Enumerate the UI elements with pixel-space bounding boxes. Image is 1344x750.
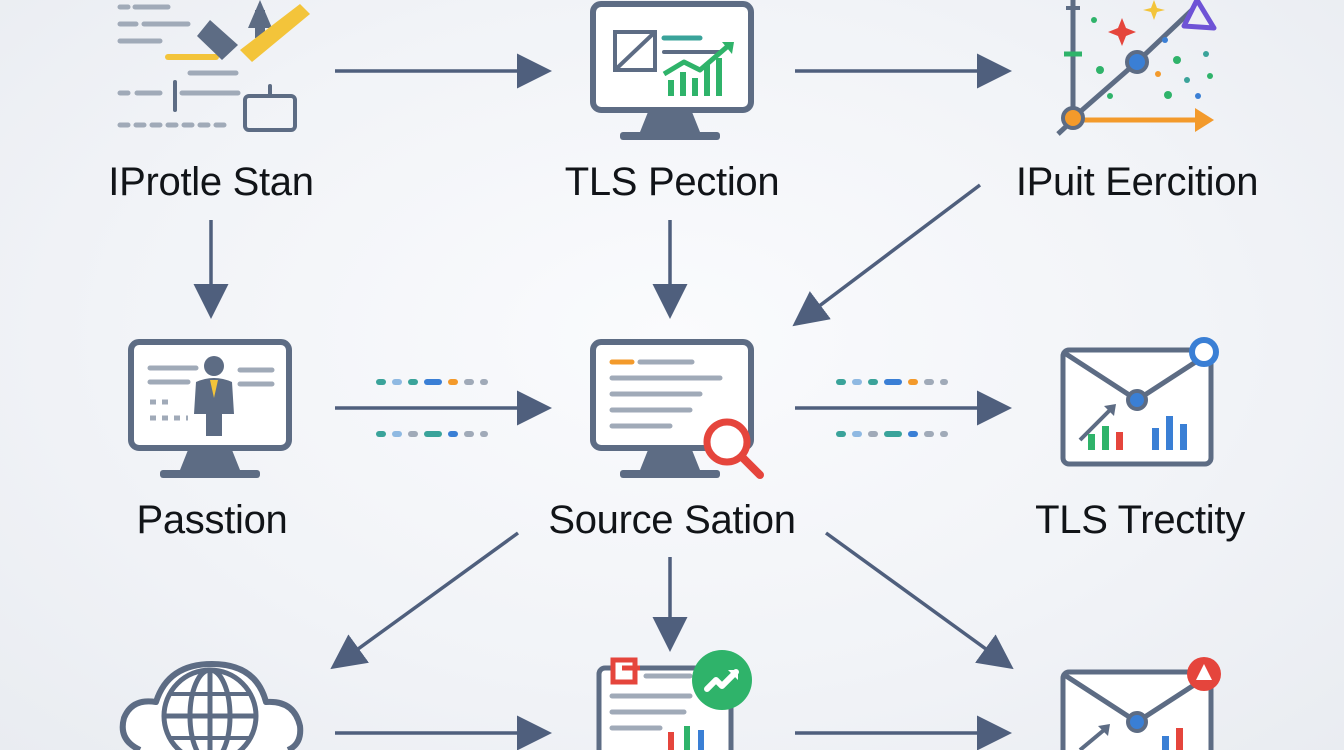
edge-n5-n7 (330, 531, 520, 670)
data-dots-left (376, 379, 488, 437)
monitor-user-icon (128, 339, 292, 478)
node-label-source-sation: Source Sation (548, 498, 796, 542)
node-label-passtion: Passtion (136, 498, 288, 542)
monitor-search-icon (590, 339, 764, 479)
node-label-tls-trectity: TLS Trectity (1035, 498, 1245, 542)
envelope-alert-icon (1060, 657, 1221, 750)
graph-sparkle-icon (1056, 0, 1217, 136)
edge-n5-n9 (824, 531, 1014, 670)
data-dots-right (836, 379, 948, 437)
report-check-icon (596, 650, 752, 750)
node-label-tls-pection: TLS Pection (564, 160, 780, 204)
node-label-ipuit-eercition: IPuit Eercition (1015, 160, 1259, 204)
envelope-chart-icon (1060, 337, 1219, 467)
document-edit-icon (117, 0, 310, 132)
edge-n3-n5 (792, 183, 982, 327)
cloud-globe-icon (119, 661, 304, 750)
monitor-chart-icon (590, 1, 754, 140)
node-label-iprotle-stan: IProtle Stan (108, 160, 314, 204)
